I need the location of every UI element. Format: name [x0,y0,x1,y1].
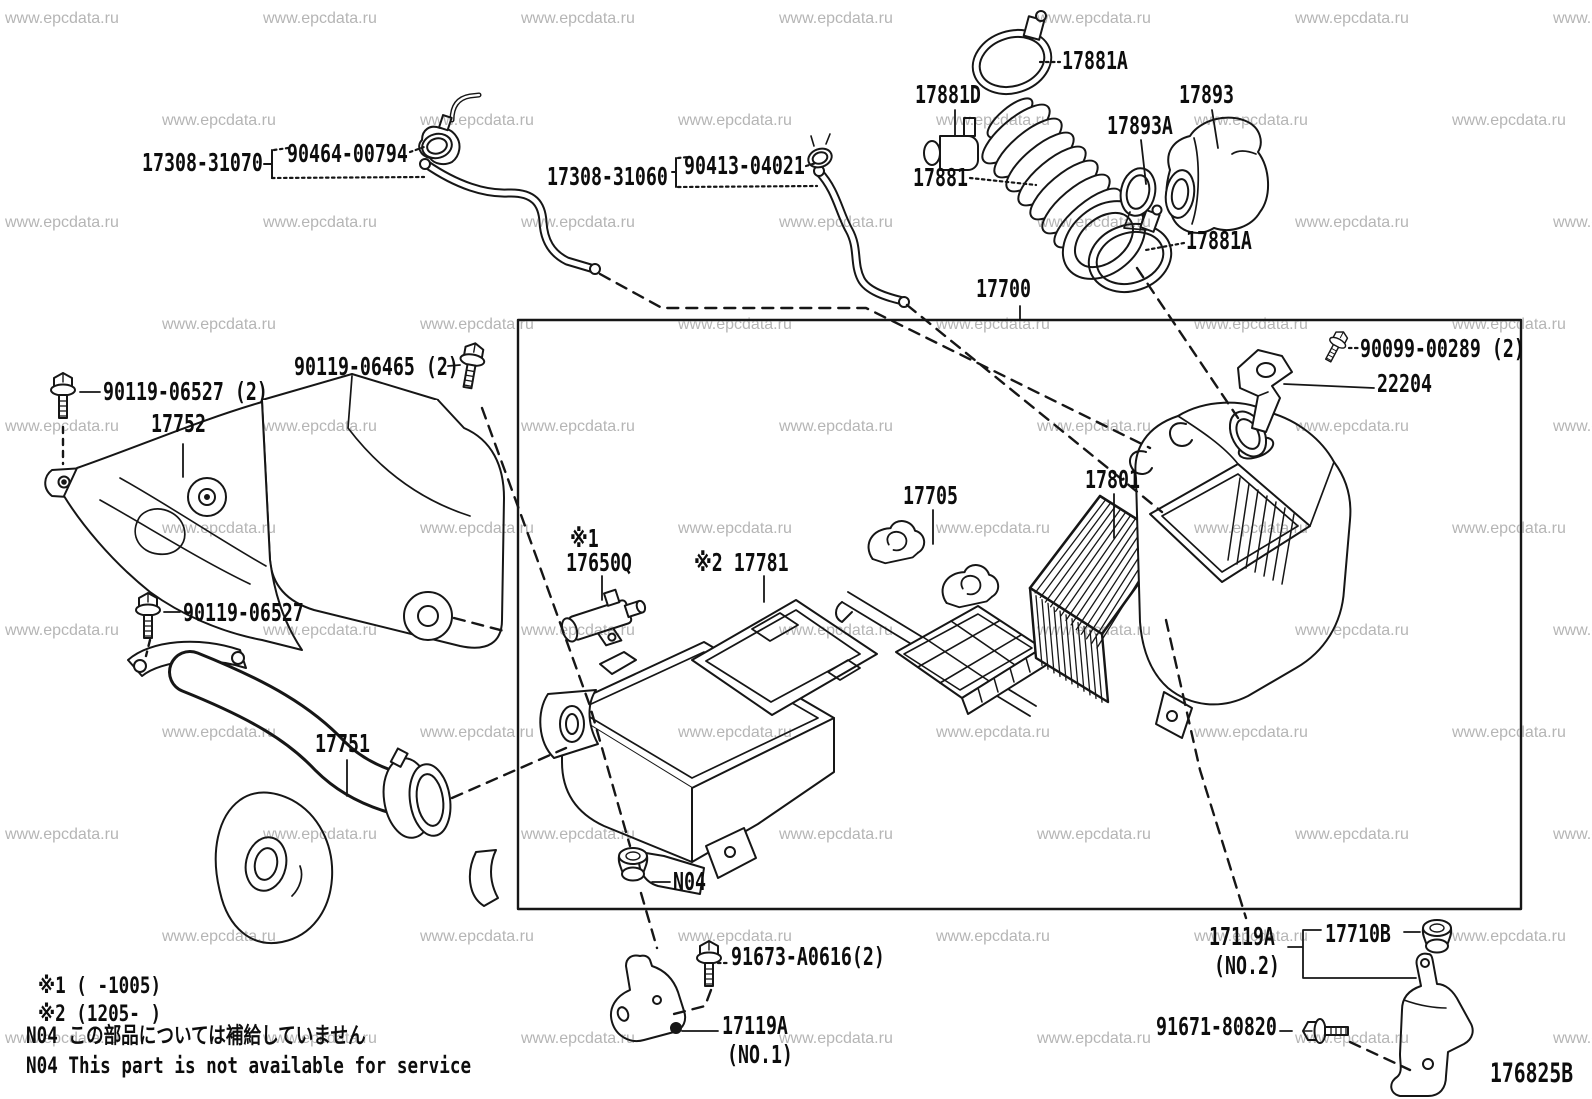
part-label-17881A-upper: 17881A [1062,46,1128,75]
diagram-code: 176825B [1490,1058,1574,1089]
part-label-90119-06527-2: 90119-06527 (2) [103,377,268,406]
part-label-90099-00289: 90099-00289 (2) [1360,334,1525,363]
air-cleaner-upper-case-drawing [1128,401,1352,739]
part-label-17781: ※2 17781 [694,548,789,577]
part-label-90413-04021: 90413-04021 [684,151,805,180]
resonator-17752-drawing [44,373,505,651]
part-label-17752: 17752 [151,409,206,438]
part-label-17650Q: 17650Q [566,548,632,577]
attachment-dashed-lines [61,266,1412,1072]
part-label-17881: 17881 [913,163,968,192]
note-n04-english: N04 This part is not available for servi… [26,1054,472,1079]
label-leader-lines [79,60,1421,1032]
air-duct-17751-drawing [127,640,499,945]
cover-17705-drawing [835,517,1049,717]
part-label-17700: 17700 [976,274,1031,303]
part-label-90464-00794: 90464-00794 [287,139,408,168]
part-label-no2: (NO.2) [1214,951,1280,980]
note-ref1: ※1 ( -1005) [38,974,162,999]
bolt-90119-06527-rear-drawing [135,592,161,639]
part-label-17893: 17893 [1179,80,1234,109]
hose-17308-31060-drawing [671,133,910,308]
part-label-no1: (NO.1) [727,1040,793,1069]
part-label-17119A-no1: 17119A [722,1011,788,1040]
part-label-17893A: 17893A [1107,111,1173,140]
part-label-17801: 17801 [1085,465,1140,494]
maf-sensor-22204-drawing [1237,327,1352,433]
part-label-17751: 17751 [315,729,370,758]
part-label-17308-31060: 17308-31060 [547,162,668,191]
part-label-22204: 22204 [1377,369,1432,398]
part-label-N04: N04 [673,867,706,896]
part-label-91673-A0616: 91673-A0616(2) [731,942,885,971]
bolt-90119-06527-front-drawing [50,372,76,419]
part-label-90119-06527: 90119-06527 [183,598,304,627]
part-label-91671-80820: 91671-80820 [1156,1012,1277,1041]
note-ref2: ※2 (1205- ) [38,1002,162,1027]
hose-17308-31070-drawing [263,92,601,275]
vsv-17650q-drawing [560,588,647,647]
assembly-box-17700 [516,318,1523,911]
intake-hose-17881-drawing [923,10,1270,293]
part-label-17881D: 17881D [915,80,981,109]
part-label-17881A-lower: 17881A [1186,226,1252,255]
bolt-91671-80820-drawing [1302,1018,1349,1044]
part-label-17705: 17705 [903,481,958,510]
gasket-17781-drawing [691,599,878,716]
bracket-17119a-no2-drawing [1390,952,1474,1097]
bracket-17119a-no1-drawing [610,954,687,1042]
part-label-90119-06465: 90119-06465 (2) [294,352,459,381]
part-label-17710B: 17710B [1325,919,1391,948]
part-label-17308-31070: 17308-31070 [142,148,263,177]
part-label-17119A-no2: 17119A [1209,922,1275,951]
part-label-ref1: ※1 [570,524,599,553]
grommet-17710b-drawing [1421,919,1453,954]
note-n04-japanese: N04 この部品については補給していません [26,1024,366,1049]
